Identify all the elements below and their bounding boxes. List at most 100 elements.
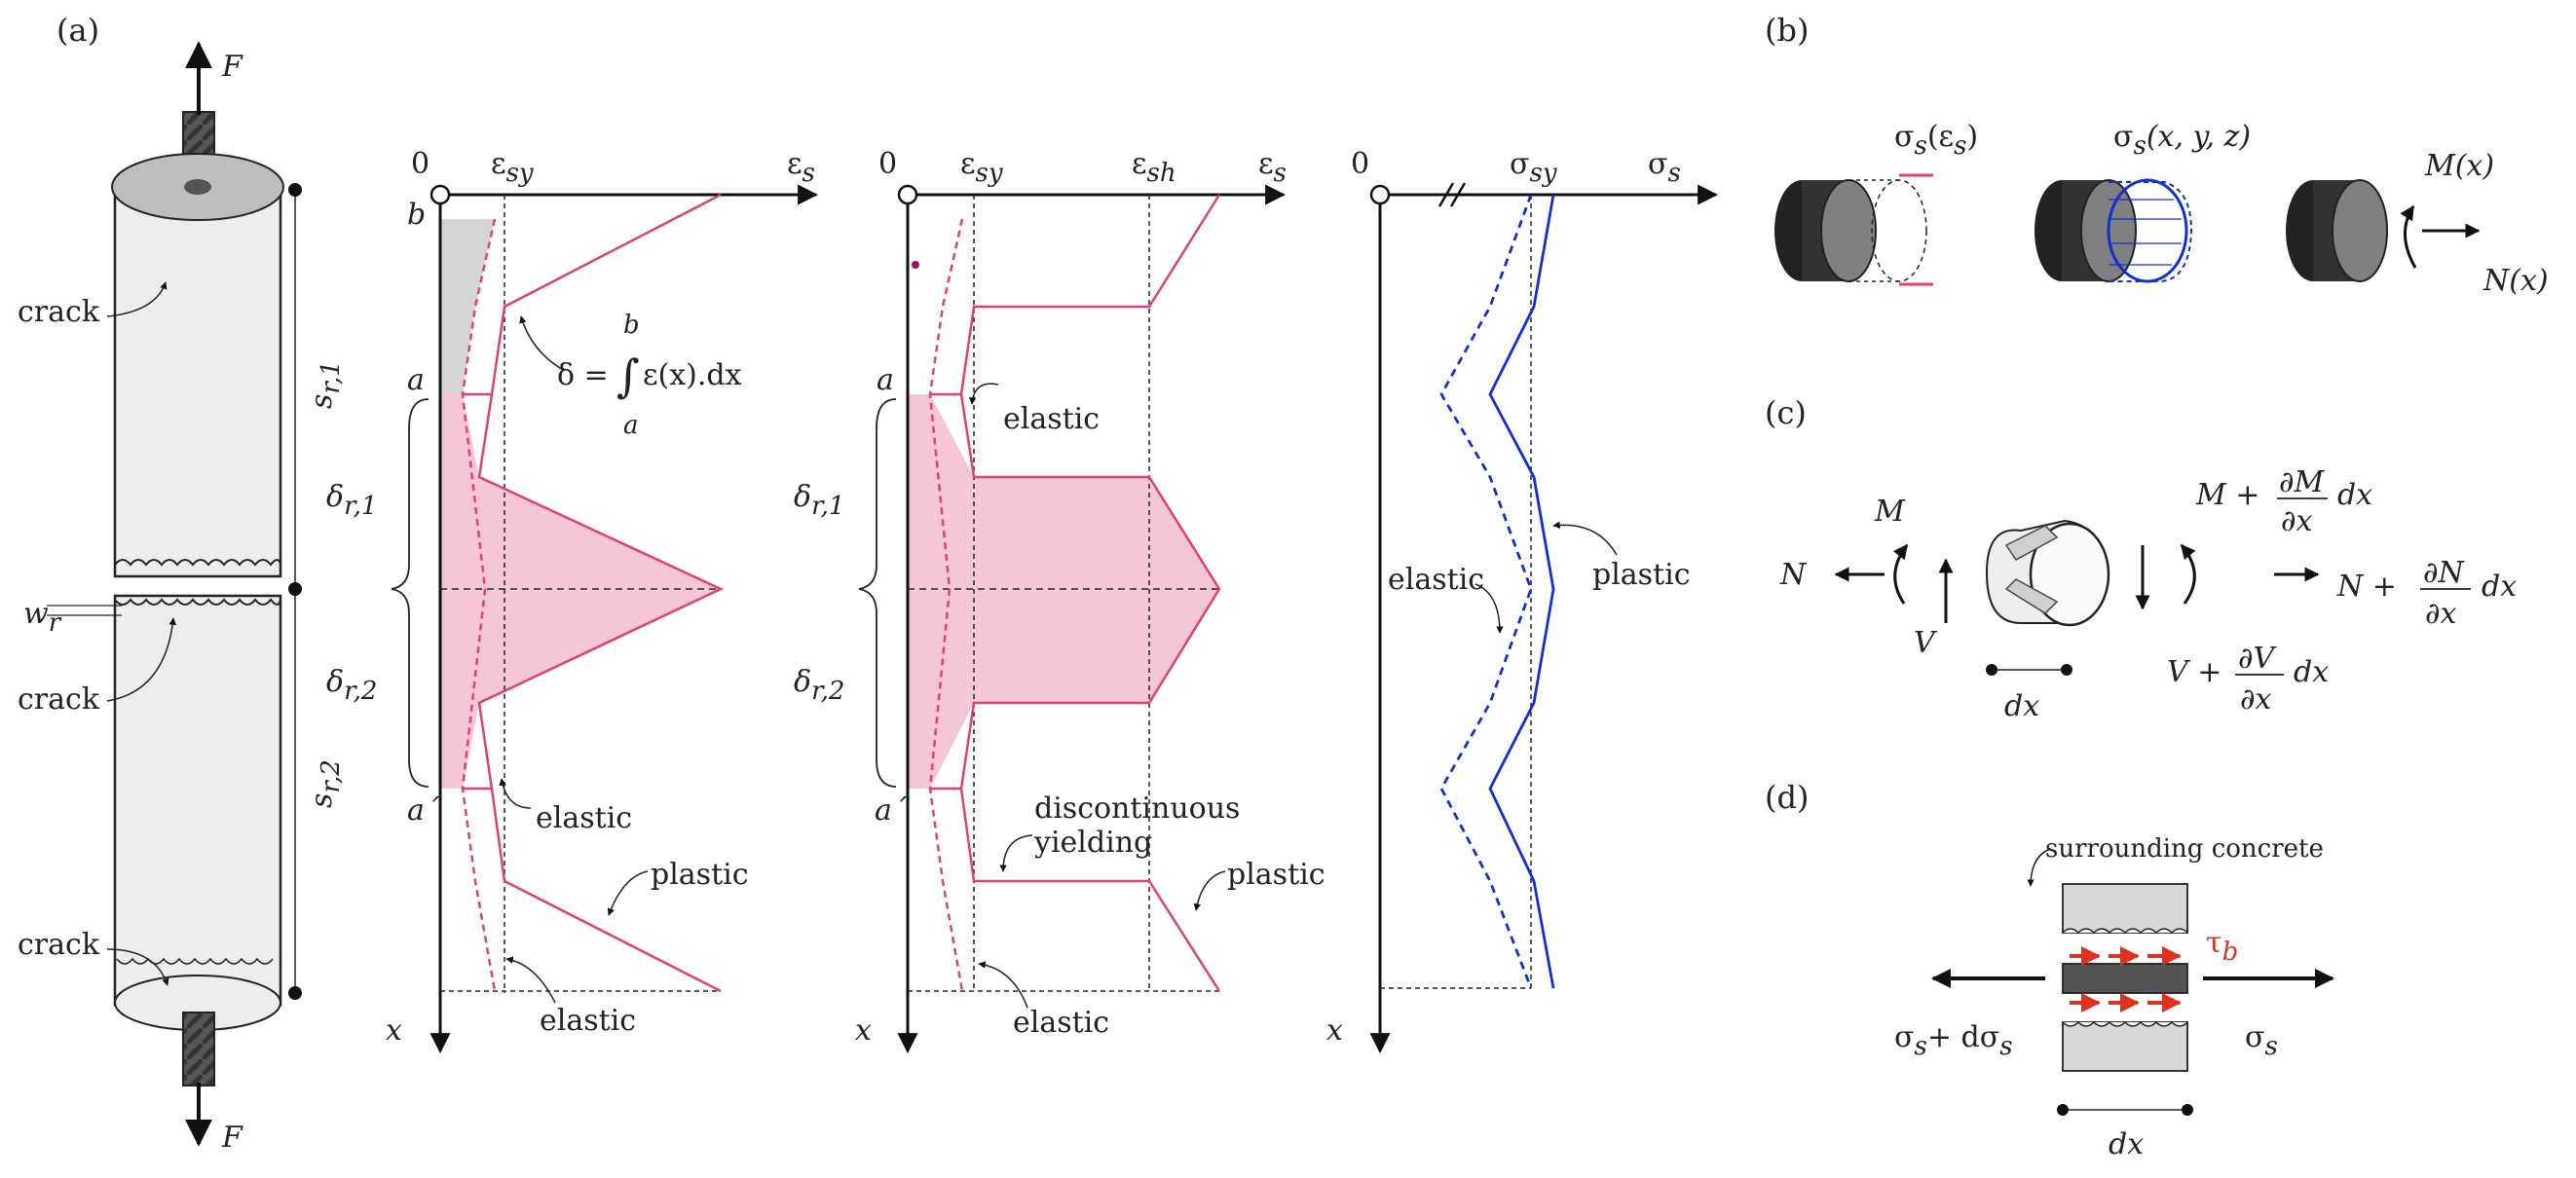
law-1-label: σs(εs) <box>1894 120 1978 161</box>
force-label-bottom: F <box>221 1121 243 1155</box>
axis-break-1 <box>1437 182 1455 207</box>
panel-d-bond: surrounding concrete τb σs+ dσs σs dx <box>1894 834 2334 1161</box>
concrete-top <box>2062 883 2188 934</box>
left-stress-label: σs+ dσs <box>1894 1020 2013 1061</box>
concrete-segment-top <box>113 183 282 578</box>
a-label-2: a <box>877 363 894 397</box>
crack-pointer-top <box>106 281 168 317</box>
dx-dot-right-d <box>2182 1104 2193 1116</box>
sig-s-label: σs <box>1648 147 1681 188</box>
elastic-profile-1 <box>461 218 497 992</box>
cracked-rebar-specimen: F F crack crack crack wr sr,1 sr,2 <box>18 41 346 1155</box>
N-plus: N + <box>2336 570 2397 604</box>
stress-profile-elastic <box>1439 194 1533 989</box>
a-prime-label-1: a´ <box>407 793 440 828</box>
crack-line-middle-upper <box>114 559 281 567</box>
crack-pointer-bottom <box>106 948 169 986</box>
elastic-label-3: elastic <box>1388 563 1484 597</box>
crack-label-middle: crack <box>18 682 100 717</box>
dx-dot-left-c <box>1986 664 1997 676</box>
stress-field-ellipse <box>2107 178 2188 283</box>
concrete-label: surrounding concrete <box>2045 834 2324 864</box>
strain-plot-1: 0 εsy εs x b a a´ δr,1 δr,2 δ = ∫ b a ε(… <box>326 147 819 1054</box>
origin-label-2: 0 <box>878 147 897 181</box>
b-label: b <box>407 198 426 232</box>
panel-label-b: (b) <box>1765 12 1809 49</box>
normal-label-b: N(x) <box>2483 264 2549 298</box>
discontinuous-label-1: discontinuous <box>1034 791 1240 826</box>
moment-arrow-b <box>2400 204 2417 269</box>
elastic-label-1b: elastic <box>540 1004 636 1038</box>
concrete-bottom <box>2062 1021 2188 1072</box>
x-axis-label-2: x <box>855 1013 872 1048</box>
eps-s-label-2: εs <box>1258 147 1287 188</box>
section-3-face <box>2332 179 2388 282</box>
delta-r2-label-2: δr,2 <box>794 665 844 706</box>
eps-sy-label-2: εsy <box>960 147 1003 188</box>
discontinuous-pointer <box>999 834 1033 872</box>
panel-b-sections: σs(εs) σs(x, y, z) M(x) N(x) <box>1774 120 2549 298</box>
dx-dot-right-c <box>2061 664 2072 676</box>
delta-brace-2 <box>858 398 897 788</box>
dV-num: ∂V <box>2238 642 2278 676</box>
stress-profile-plastic <box>1488 194 1555 989</box>
dim-dot-middle <box>288 582 302 596</box>
V-label: V <box>1914 626 1938 660</box>
plastic-label-3: plastic <box>1592 558 1691 592</box>
V-plus: V + <box>2167 655 2221 689</box>
eps-sh-label-2: εsh <box>1132 147 1176 188</box>
elastic-label-1a: elastic <box>536 801 632 835</box>
strain-profile-2 <box>959 194 1221 992</box>
panel-label-d: (d) <box>1765 779 1809 816</box>
moment-arrow-left <box>1892 543 1909 605</box>
delta-r2-label-1: δr,2 <box>326 665 377 706</box>
element-rib-2 <box>2004 578 2059 614</box>
integral-upper: b <box>623 311 640 340</box>
spacing-label-1: sr,1 <box>305 360 346 409</box>
elastic-profile-2 <box>928 218 964 992</box>
dx-dot-left-d <box>2057 1104 2069 1116</box>
elastic-pointer-3 <box>1475 583 1504 634</box>
elastic-label-2a: elastic <box>1003 402 1100 436</box>
elastic-pointer-2a <box>968 383 999 405</box>
dV-dx: dx <box>2294 655 2329 689</box>
crack-pointer-middle <box>106 617 177 702</box>
plastic-pointer-2 <box>1193 870 1226 911</box>
delta-brace-1 <box>391 398 429 788</box>
dM-den: ∂x <box>2281 504 2313 538</box>
plastic-label-1: plastic <box>651 858 749 892</box>
eps-s-label-1: εs <box>787 147 815 188</box>
axis-break-2 <box>1449 182 1467 207</box>
dim-dot-top <box>288 183 302 197</box>
integral-pointer <box>519 315 564 371</box>
strain-profile-1 <box>477 193 724 993</box>
stress-field-outline <box>2109 181 2193 283</box>
moment-label-b: M(x) <box>2424 149 2494 183</box>
crack-label-top: crack <box>18 295 100 329</box>
dM-num: ∂M <box>2279 465 2326 499</box>
displacement-area <box>440 219 495 394</box>
origin-2 <box>897 184 918 205</box>
origin-label-3: 0 <box>1351 147 1369 181</box>
integral-lhs: δ = <box>557 358 609 392</box>
dN-num: ∂N <box>2423 556 2466 590</box>
a-prime-label-2: a´ <box>875 793 908 828</box>
x-axis-label-1: x <box>386 1013 402 1048</box>
element-rib-1 <box>2004 525 2059 561</box>
M-plus: M + <box>2195 478 2259 512</box>
a-label-1: a <box>407 363 425 397</box>
section-1-face <box>1820 179 1877 282</box>
delta-r1-label-1: δr,1 <box>326 480 377 521</box>
rebar-section-top <box>184 179 211 195</box>
moment-arrow-right <box>2180 543 2196 605</box>
crack-label-bottom: crack <box>18 928 100 962</box>
rebar-bottom <box>182 1012 215 1086</box>
N-label: N <box>1779 558 1808 592</box>
elastic-pointer-2b <box>978 961 1028 1009</box>
elastic-pointer-1a <box>499 778 532 809</box>
discontinuous-label-2: yielding <box>1033 826 1152 860</box>
concrete-top-teeth <box>2062 928 2188 935</box>
tau-label: τb <box>2206 926 2238 967</box>
panel-label-a: (a) <box>56 12 99 49</box>
elastic-pointer-1b <box>505 956 556 1004</box>
